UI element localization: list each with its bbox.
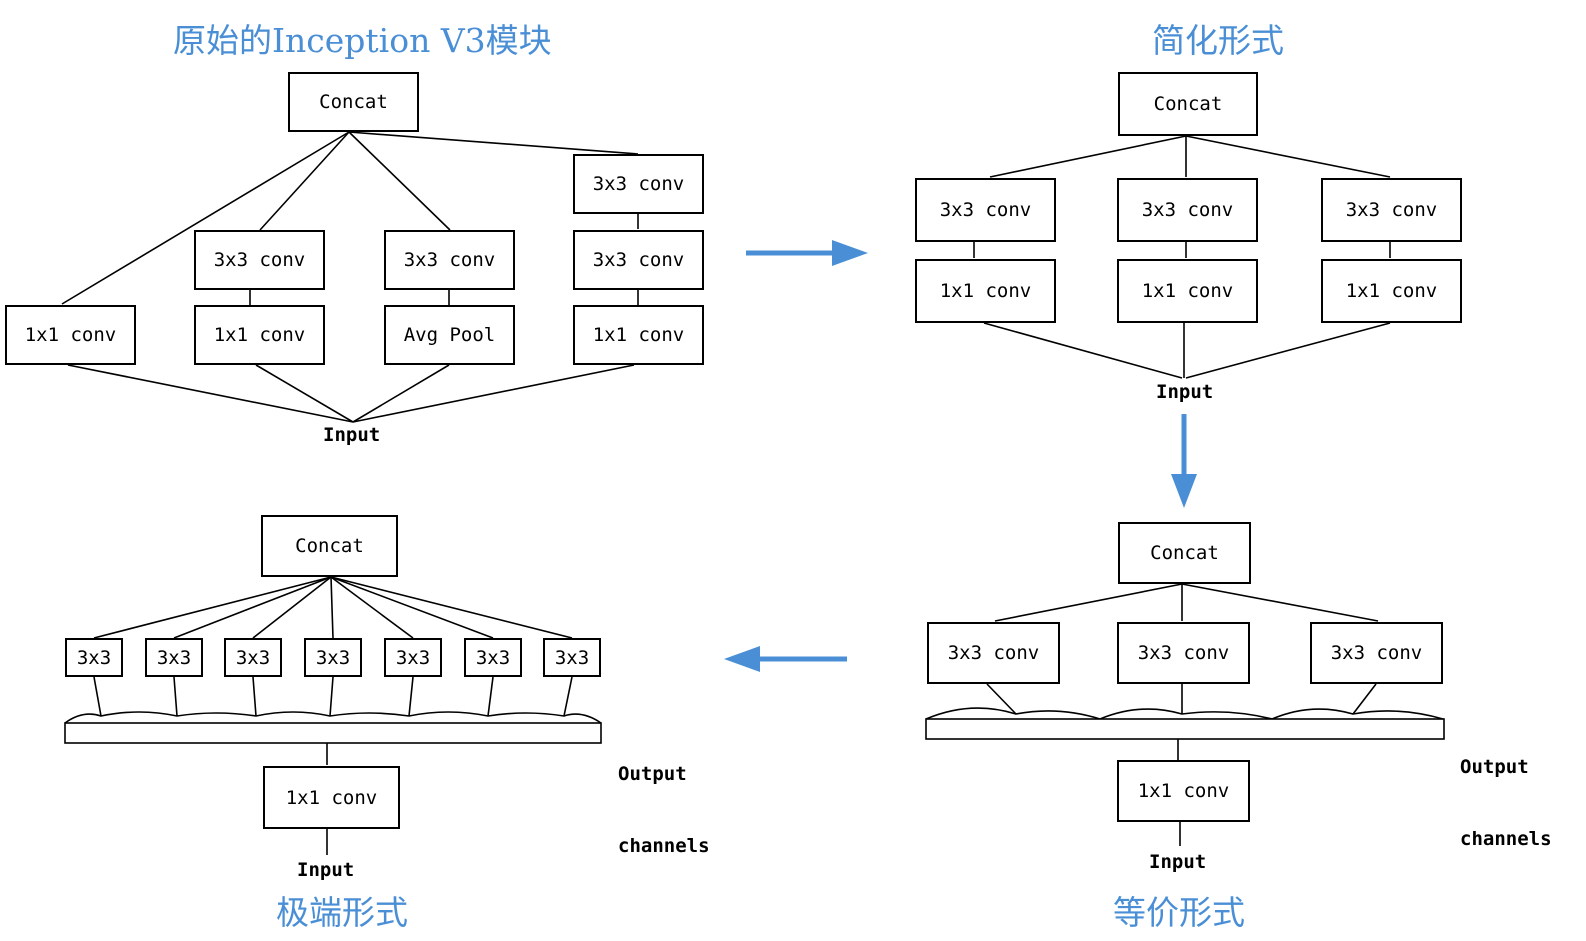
conv1-node: 1x1 conv — [5, 305, 136, 365]
conv1-node: 1x1 conv — [263, 766, 400, 829]
conv3-kernel-node: 3x3 — [65, 638, 123, 677]
conv3-node: 3x3 conv — [1310, 622, 1443, 684]
conv1-node: 1x1 conv — [1117, 760, 1250, 822]
conv3-kernel-node: 3x3 — [384, 638, 442, 677]
concat-node: Concat — [1118, 522, 1251, 584]
conv3-kernel-node: 3x3 — [543, 638, 601, 677]
input-label: Input — [1149, 851, 1207, 873]
input-label: Input — [297, 859, 355, 881]
title-extreme: 极端形式 — [276, 893, 408, 932]
conv3-node: 3x3 conv — [1117, 622, 1250, 684]
conv3-node: 3x3 conv — [573, 230, 704, 290]
conv3-node: 3x3 conv — [927, 622, 1060, 684]
conv3-node: 3x3 conv — [1117, 178, 1258, 242]
input-label: Input — [1156, 381, 1214, 403]
arrow-left-head — [724, 646, 760, 672]
title-simplified: 简化形式 — [1152, 21, 1284, 60]
conv1-node: 1x1 conv — [915, 259, 1056, 323]
conv3-kernel-node: 3x3 — [464, 638, 522, 677]
output-channels-label: Output channels — [1460, 756, 1552, 850]
arrow-right-head — [832, 240, 868, 266]
output-channels-label: Output channels — [618, 763, 710, 857]
arrow-down-head — [1171, 474, 1197, 508]
conv3-kernel-node: 3x3 — [224, 638, 282, 677]
conv3-kernel-node: 3x3 — [304, 638, 362, 677]
conv1-node: 1x1 conv — [1321, 259, 1462, 323]
conv3-node: 3x3 conv — [384, 230, 515, 290]
conv1-node: 1x1 conv — [573, 305, 704, 365]
concat-node: Concat — [1118, 72, 1258, 136]
conv3-node: 3x3 conv — [1321, 178, 1462, 242]
input-label: Input — [323, 424, 381, 446]
concat-node: Concat — [261, 515, 398, 577]
conv3-node: 3x3 conv — [573, 154, 704, 214]
conv3-node: 3x3 conv — [915, 178, 1056, 242]
title-equivalent: 等价形式 — [1113, 893, 1245, 932]
conv1-node: 1x1 conv — [194, 305, 325, 365]
edge-concat-branch3 — [348, 131, 451, 231]
edge-concat-branch2 — [259, 131, 350, 231]
edge-concat-branch4 — [348, 131, 639, 155]
concat-node: Concat — [288, 72, 419, 132]
title-original: 原始的Inception V3模块 — [173, 21, 552, 60]
edge-concat-branch1 — [61, 131, 350, 305]
avg-pool-node: Avg Pool — [384, 305, 515, 365]
conv3-kernel-node: 3x3 — [145, 638, 203, 677]
conv1-node: 1x1 conv — [1117, 259, 1258, 323]
conv3-node: 3x3 conv — [194, 230, 325, 290]
